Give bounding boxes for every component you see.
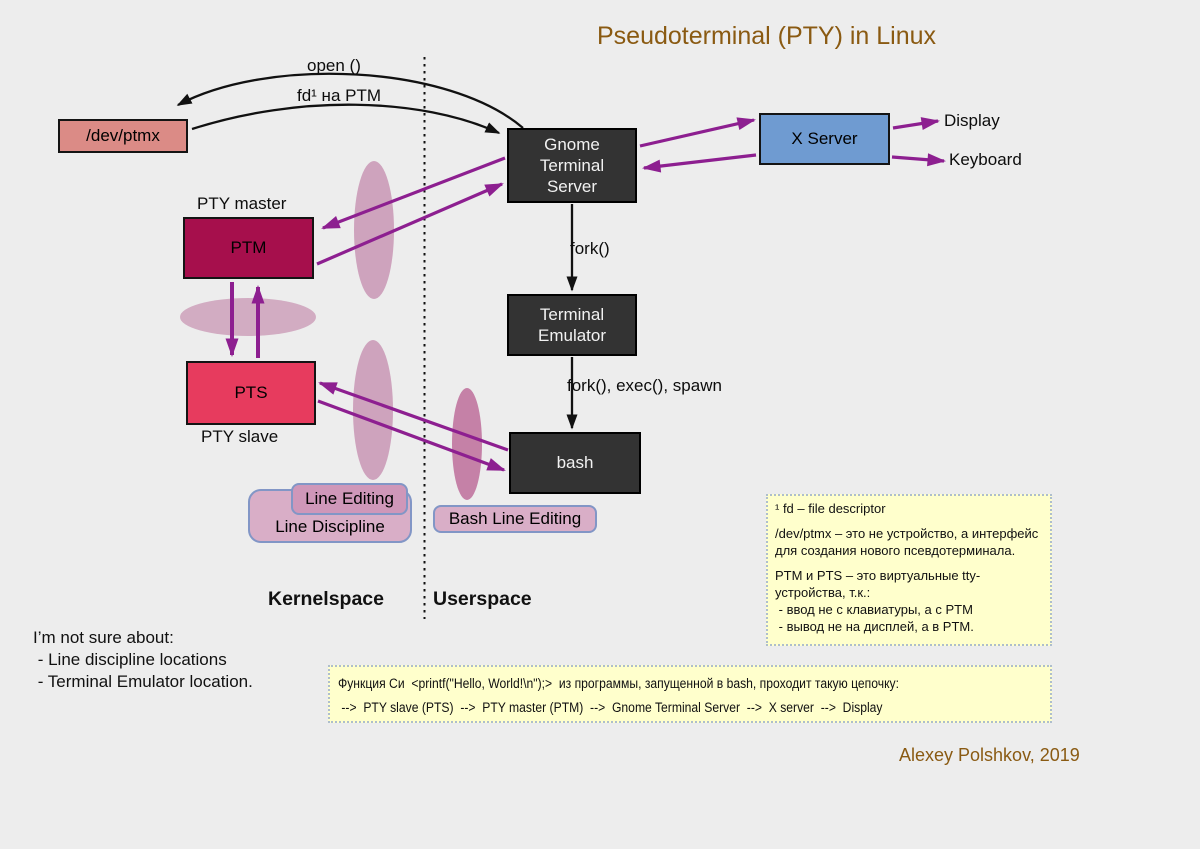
edge-label-fork-exec-spawn: fork(), exec(), spawn bbox=[567, 376, 722, 395]
userspace-label: Userspace bbox=[433, 588, 532, 610]
arrow-bash-to-pts bbox=[318, 381, 509, 452]
arrow-fd-to-gts bbox=[191, 103, 501, 135]
node-dev-ptmx-label: /dev/ptmx bbox=[86, 126, 160, 145]
node-gnome-terminal-server: Gnome Terminal Server bbox=[507, 128, 637, 203]
line-editing-label: Line Editing bbox=[305, 489, 394, 508]
gts-line-1: Gnome bbox=[544, 135, 600, 154]
edge-label-open: open () bbox=[307, 56, 361, 75]
arrow-ptm-to-gts bbox=[316, 182, 504, 266]
footnote-box: ¹ fd – file descriptor /dev/ptmx – это н… bbox=[766, 494, 1052, 646]
footnote-fd: ¹ fd – file descriptor bbox=[775, 501, 886, 516]
author-credit: Alexey Polshkov, 2019 bbox=[899, 745, 1080, 765]
uncertainty-line-2: - Line discipline locations bbox=[33, 650, 227, 669]
gts-line-3: Server bbox=[546, 177, 598, 196]
node-ptm: PTM bbox=[183, 217, 314, 279]
pill-bash-line-editing: Bash Line Editing bbox=[433, 505, 597, 533]
display-label: Display bbox=[944, 111, 1000, 130]
node-bash-label: bash bbox=[556, 453, 594, 472]
gts-line-2: Terminal bbox=[539, 156, 605, 175]
arrow-gts-to-ptm bbox=[321, 156, 506, 230]
buffer-ellipse-ptm-pts bbox=[180, 298, 316, 336]
node-x-server: X Server bbox=[759, 113, 890, 165]
buffer-ellipse-pts-bash-right bbox=[452, 388, 482, 500]
arrow-gts-to-xserver bbox=[639, 117, 756, 148]
page-title: Pseudoterminal (PTY) in Linux bbox=[597, 22, 937, 50]
node-pts: PTS bbox=[186, 361, 316, 425]
kernelspace-label: Kernelspace bbox=[268, 588, 384, 610]
footnote-devptmx: /dev/ptmx – это не устройство, а интерфе… bbox=[775, 526, 1042, 558]
node-ptm-label: PTM bbox=[230, 238, 267, 257]
node-pts-label: PTS bbox=[234, 383, 268, 402]
footnote-ptm-pts: PTM и PTS – это виртуальные tty- устройс… bbox=[775, 568, 981, 634]
te-line-1: Terminal bbox=[539, 305, 605, 324]
arrow-xserver-to-display bbox=[892, 117, 940, 130]
chain-line-1: Функция Си <printf("Hello, World!\n");> … bbox=[338, 676, 899, 691]
te-line-2: Emulator bbox=[537, 326, 607, 345]
uncertainty-line-3: - Terminal Emulator location. bbox=[33, 672, 253, 691]
arrow-xserver-to-gts bbox=[642, 153, 757, 173]
node-bash: bash bbox=[509, 432, 641, 494]
node-dev-ptmx: /dev/ptmx bbox=[58, 119, 188, 153]
arrow-xserver-to-keyboard bbox=[891, 153, 946, 167]
edge-label-fd-na-ptm: fd¹ на PTM bbox=[297, 86, 382, 105]
line-discipline-label: Line Discipline bbox=[275, 517, 385, 536]
arrow-pts-to-bash bbox=[317, 399, 506, 472]
edge-label-fork: fork() bbox=[570, 239, 610, 258]
pill-line-editing: Line Editing bbox=[291, 483, 408, 515]
node-x-server-label: X Server bbox=[791, 129, 858, 148]
keyboard-label: Keyboard bbox=[949, 150, 1022, 169]
printf-chain-box: Функция Си <printf("Hello, World!\n");> … bbox=[328, 665, 1052, 723]
uncertainty-note: I’m not sure about: - Line discipline lo… bbox=[33, 627, 253, 693]
pty-master-label: PTY master bbox=[197, 194, 287, 213]
uncertainty-line-1: I’m not sure about: bbox=[33, 628, 174, 647]
bash-line-editing-label: Bash Line Editing bbox=[448, 509, 582, 528]
node-terminal-emulator: Terminal Emulator bbox=[507, 294, 637, 356]
buffer-ellipse-ptm-gts bbox=[354, 161, 394, 299]
chain-line-2: --> PTY slave (PTS) --> PTY master (PTM)… bbox=[338, 700, 883, 715]
pty-slave-label: PTY slave bbox=[201, 427, 279, 446]
buffer-ellipse-pts-bash-left bbox=[353, 340, 393, 480]
